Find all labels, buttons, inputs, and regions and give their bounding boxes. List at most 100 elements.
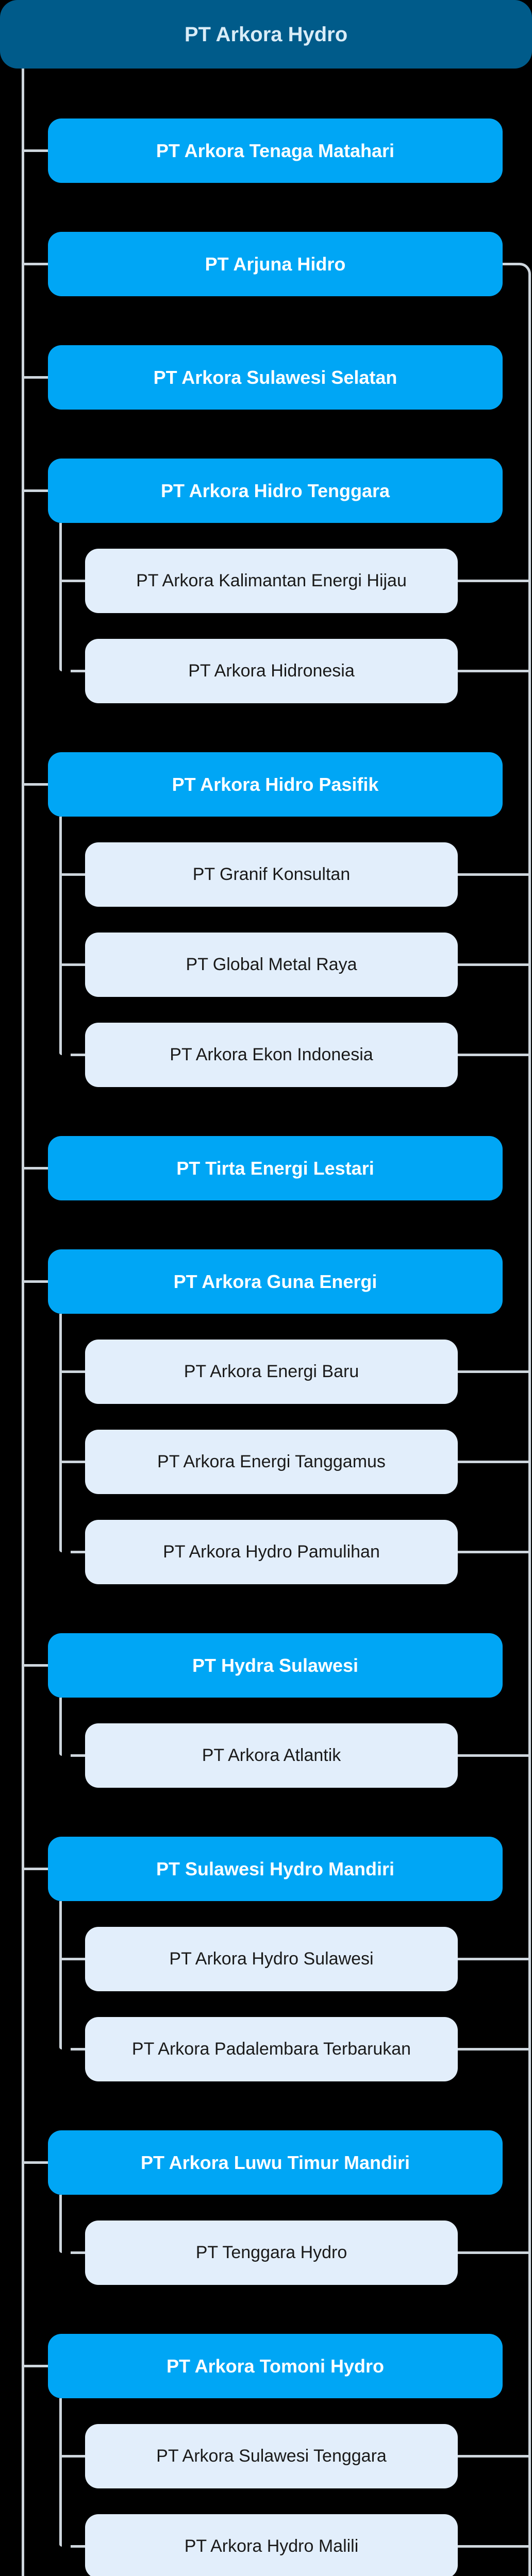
node-label: PT Arjuna Hidro — [205, 253, 346, 275]
node-label: PT Arkora Padalembara Terbarukan — [131, 2039, 411, 2059]
connector-elbow — [59, 657, 62, 671]
node-label: PT Arkora Hydro Sulawesi — [169, 1948, 374, 1969]
connector-elbow-tail — [71, 1551, 85, 1553]
connector-stub — [22, 783, 48, 786]
org-node-level3[interactable]: PT Arkora Hydro Malili — [85, 2514, 458, 2576]
connector-edge-stub — [458, 1958, 531, 1960]
node-label: PT Arkora Tenaga Matahari — [156, 140, 395, 161]
org-node-level2[interactable]: PT Tirta Energi Lestari — [48, 1136, 503, 1200]
org-node-level3[interactable]: PT Arkora Kalimantan Energi Hijau — [85, 549, 458, 613]
connector-stub — [59, 2455, 85, 2458]
connector-edge-stub — [458, 670, 531, 672]
connector-stub — [22, 263, 48, 265]
connector-elbow — [59, 1741, 62, 1756]
connector-edge-stub — [458, 2048, 531, 2050]
connector-edge-stub — [458, 1551, 531, 1553]
connector-edge-stub — [458, 963, 531, 966]
node-label: PT Arkora Energi Baru — [184, 1361, 359, 1381]
org-node-level3[interactable]: PT Arkora Hidronesia — [85, 639, 458, 703]
node-label: PT Arkora Hydro Malili — [184, 2536, 359, 2556]
org-node-level3[interactable]: PT Arkora Hydro Pamulihan — [85, 1520, 458, 1584]
connector-rail — [59, 2398, 62, 2535]
node-label: PT Arkora Tomoni Hydro — [166, 2355, 385, 2377]
connector-edge-stub — [458, 2545, 531, 2548]
connector-elbow-tail — [71, 1054, 85, 1056]
node-label: PT Arkora Hydro — [184, 23, 348, 46]
connector-stub — [22, 1868, 48, 1870]
node-label: PT Arkora Kalimantan Energi Hijau — [136, 570, 407, 590]
org-node-level3[interactable]: PT Arkora Sulawesi Tenggara — [85, 2424, 458, 2488]
org-node-level2[interactable]: PT Arkora Tenaga Matahari — [48, 118, 503, 183]
connector-stub — [22, 489, 48, 492]
connector-rail — [59, 2195, 62, 2242]
org-node-level3[interactable]: PT Arkora Ekon Indonesia — [85, 1023, 458, 1087]
org-node-level2[interactable]: PT Arkora Hidro Pasifik — [48, 752, 503, 817]
org-node-level2[interactable]: PT Arkora Tomoni Hydro — [48, 2334, 503, 2398]
org-node-level3[interactable]: PT Arkora Padalembara Terbarukan — [85, 2017, 458, 2081]
node-label: PT Arkora Hydro Pamulihan — [163, 1541, 380, 1562]
org-node-level3[interactable]: PT Granif Konsultan — [85, 842, 458, 907]
connector-elbow-tail — [71, 1754, 85, 1757]
connector-main-rail — [22, 69, 24, 2576]
connector-edge-stub — [458, 873, 531, 876]
org-node-level3[interactable]: PT Arkora Energi Tanggamus — [85, 1430, 458, 1494]
node-label: PT Tirta Energi Lestari — [176, 1157, 374, 1179]
connector-elbow-tail — [71, 2545, 85, 2548]
node-label: PT Hydra Sulawesi — [192, 1654, 359, 1676]
node-label: PT Arkora Energi Tanggamus — [157, 1451, 386, 1471]
connector-stub — [59, 580, 85, 582]
connector-rail — [59, 1901, 62, 2038]
connector-stub — [59, 1370, 85, 1373]
node-label: PT Arkora Guna Energi — [173, 1270, 377, 1292]
org-node-root[interactable]: PT Arkora Hydro — [0, 0, 532, 69]
connector-stub — [59, 1461, 85, 1463]
org-node-level2[interactable]: PT Arjuna Hidro — [48, 232, 503, 296]
node-label: PT Arkora Hidronesia — [188, 660, 355, 681]
connector-stub — [22, 2161, 48, 2164]
connector-edge-stub — [458, 1370, 531, 1373]
node-label: PT Arkora Hidro Pasifik — [172, 773, 379, 795]
org-node-level2[interactable]: PT Arkora Hidro Tenggara — [48, 459, 503, 523]
org-node-level2[interactable]: PT Arkora Sulawesi Selatan — [48, 345, 503, 410]
connector-far-right-rail — [528, 275, 531, 2576]
connector-edge-stub — [458, 2455, 531, 2458]
connector-stub — [22, 1664, 48, 1667]
org-node-level3[interactable]: PT Tenggara Hydro — [85, 2221, 458, 2285]
connector-stub — [22, 1167, 48, 1170]
connector-elbow-tail — [71, 670, 85, 672]
node-label: PT Arkora Ekon Indonesia — [170, 1044, 373, 1064]
connector-stub — [22, 376, 48, 379]
connector-edge-stub — [458, 1461, 531, 1463]
node-label: PT Sulawesi Hydro Mandiri — [156, 1858, 395, 1879]
connector-stub — [22, 1280, 48, 1283]
connector-edge-stub — [458, 1054, 531, 1056]
connector-rail — [59, 523, 62, 660]
connector-elbow — [59, 1041, 62, 1055]
node-label: PT Arkora Atlantik — [202, 1745, 341, 1765]
org-node-level2[interactable]: PT Hydra Sulawesi — [48, 1633, 503, 1698]
connector-stub — [22, 149, 48, 152]
node-label: PT Arkora Sulawesi Selatan — [153, 366, 397, 388]
connector-edge-stub — [458, 2251, 531, 2254]
connector-rail — [59, 817, 62, 1044]
node-label: PT Tenggara Hydro — [195, 2242, 347, 2262]
connector-right-branch — [503, 263, 531, 277]
org-node-level3[interactable]: PT Arkora Energi Baru — [85, 1340, 458, 1404]
connector-rail — [59, 1314, 62, 1541]
connector-stub — [59, 963, 85, 966]
org-node-level2[interactable]: PT Arkora Guna Energi — [48, 1249, 503, 1314]
connector-elbow — [59, 1538, 62, 1552]
node-label: PT Arkora Hidro Tenggara — [160, 480, 390, 501]
connector-stub — [59, 1958, 85, 1960]
org-node-level2[interactable]: PT Arkora Luwu Timur Mandiri — [48, 2130, 503, 2195]
org-node-level3[interactable]: PT Global Metal Raya — [85, 933, 458, 997]
org-node-level2[interactable]: PT Sulawesi Hydro Mandiri — [48, 1837, 503, 1901]
org-node-level3[interactable]: PT Arkora Hydro Sulawesi — [85, 1927, 458, 1991]
connector-elbow — [59, 2239, 62, 2253]
connector-elbow — [59, 2532, 62, 2547]
connector-rail — [59, 1698, 62, 1744]
org-node-level3[interactable]: PT Arkora Atlantik — [85, 1723, 458, 1788]
node-label: PT Arkora Sulawesi Tenggara — [156, 2446, 387, 2466]
connector-elbow-tail — [71, 2251, 85, 2254]
